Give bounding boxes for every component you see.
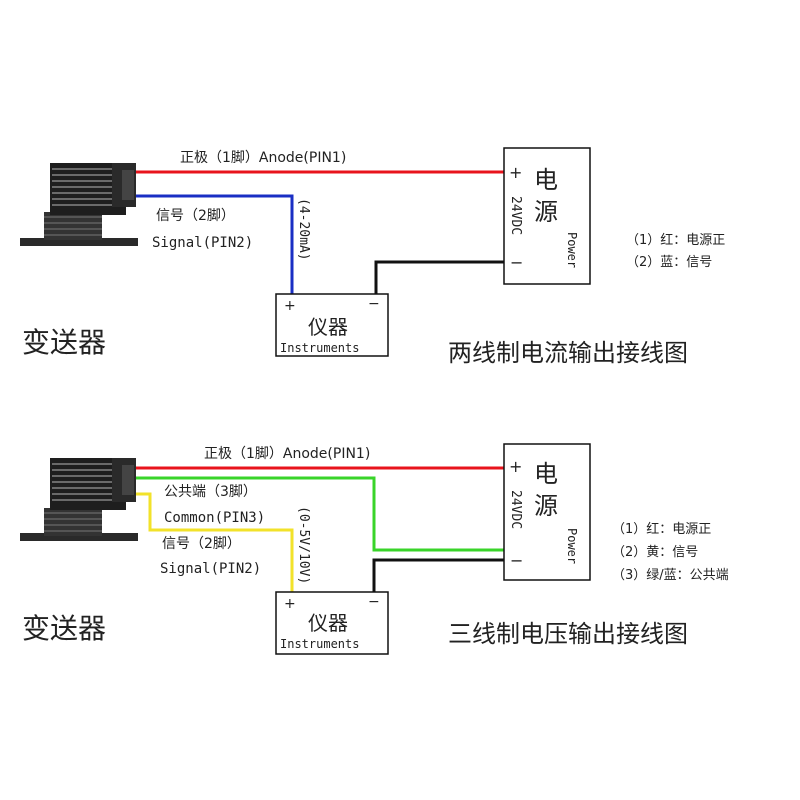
- power-plus-terminal: +: [509, 163, 522, 182]
- power-minus-terminal: −: [510, 551, 523, 570]
- instrument-en: Instruments: [280, 341, 359, 355]
- signal-cn-label: 信号（2脚）: [162, 536, 241, 552]
- color-legend: （1）红：电源正 （2）蓝：信号: [626, 232, 725, 270]
- power-cn-char-2: 源: [534, 198, 558, 226]
- signal-en-label: Signal(PIN2): [160, 561, 261, 577]
- transmitter-label: 变送器: [22, 326, 106, 359]
- instrument-plus-terminal: +: [284, 596, 296, 612]
- range-label: (0-5V/10V): [296, 506, 311, 584]
- instrument-cn: 仪器: [308, 315, 348, 339]
- yellow-wire-signal: [136, 492, 294, 598]
- anode-label: 正极（1脚）Anode(PIN1): [180, 150, 346, 166]
- instrument-box: + − 仪器 Instruments: [275, 293, 389, 357]
- black-wire-return: [372, 558, 510, 598]
- power-en: Power: [565, 232, 579, 268]
- three-wire-diagram: 正极（1脚）Anode(PIN1) 公共端（3脚） Common(PIN3) 信…: [20, 443, 729, 655]
- transmitter-connector-icon: [20, 163, 138, 246]
- instrument-plus-terminal: +: [284, 298, 296, 314]
- power-cn-char-2: 源: [534, 492, 558, 520]
- power-supply-box: + − 电 源 24VDC Power: [503, 147, 591, 285]
- power-supply-box: + − 电 源 24VDC Power: [503, 443, 591, 581]
- power-minus-terminal: −: [510, 253, 523, 272]
- diagram-title: 三线制电压输出接线图: [448, 620, 688, 648]
- black-wire-return: [374, 260, 510, 300]
- instrument-minus-terminal: −: [368, 296, 380, 312]
- signal-cn-label: 信号（2脚）: [156, 208, 235, 224]
- instrument-minus-terminal: −: [368, 594, 380, 610]
- green-wire-common: [136, 476, 510, 552]
- signal-en-label: Signal(PIN2): [152, 235, 253, 251]
- power-en: Power: [565, 528, 579, 564]
- diagram-title: 两线制电流输出接线图: [448, 339, 688, 367]
- range-label: (4-20mA): [296, 198, 311, 261]
- instrument-box: + − 仪器 Instruments: [275, 591, 389, 655]
- power-cn-char-1: 电: [534, 460, 558, 488]
- power-plus-terminal: +: [509, 457, 522, 476]
- transmitter-label: 变送器: [22, 612, 106, 645]
- common-en-label: Common(PIN3): [164, 510, 265, 526]
- common-cn-label: 公共端（3脚）: [164, 484, 257, 500]
- blue-wire-signal: [136, 194, 294, 300]
- instrument-en: Instruments: [280, 637, 359, 651]
- power-voltage: 24VDC: [508, 490, 523, 529]
- legend-item: （2）黄：信号: [612, 545, 698, 560]
- color-legend: （1）红：电源正 （2）黄：信号 （3）绿/蓝：公共端: [612, 521, 729, 583]
- legend-item: （2）蓝：信号: [626, 255, 712, 270]
- power-cn-char-1: 电: [534, 166, 558, 194]
- legend-item: （1）红：电源正: [626, 232, 725, 248]
- anode-label: 正极（1脚）Anode(PIN1): [204, 446, 370, 462]
- power-voltage: 24VDC: [508, 196, 523, 235]
- legend-item: （3）绿/蓝：公共端: [612, 568, 729, 583]
- legend-item: （1）红：电源正: [612, 521, 711, 537]
- two-wire-diagram: 正极（1脚）Anode(PIN1) 信号（2脚） Signal(PIN2) (4…: [20, 147, 725, 367]
- instrument-cn: 仪器: [308, 611, 348, 635]
- transmitter-connector-icon: [20, 458, 138, 541]
